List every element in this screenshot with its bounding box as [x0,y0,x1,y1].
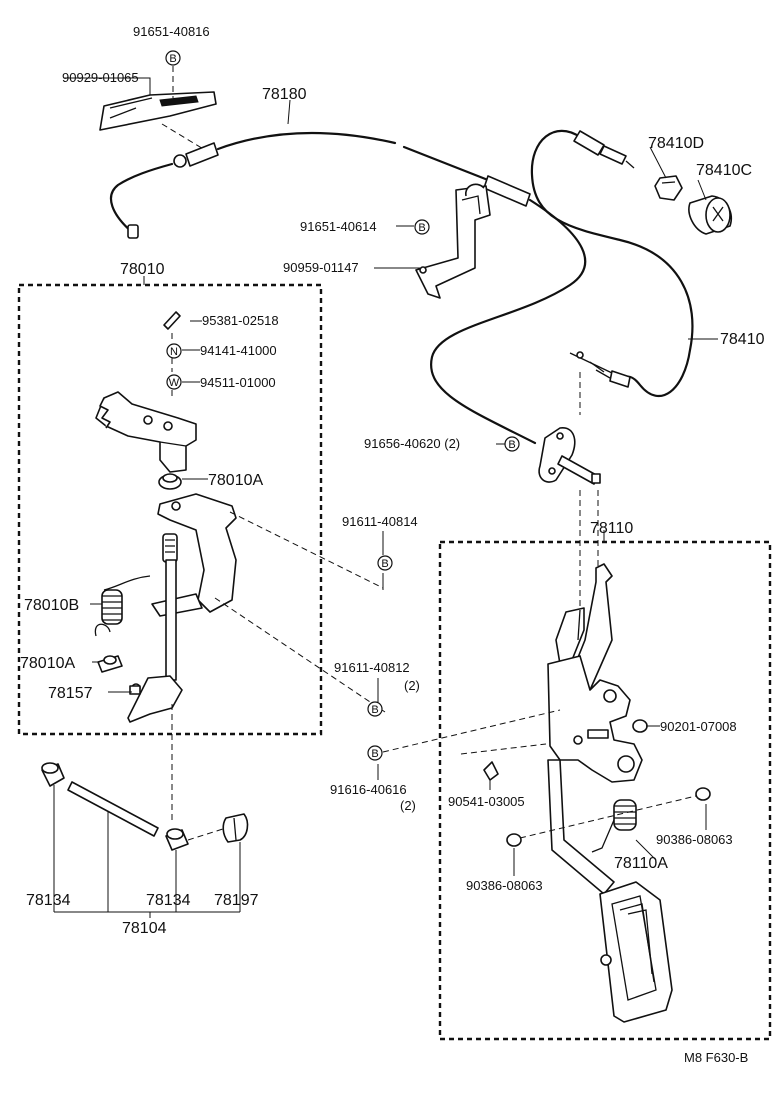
label-78010: 78010 [120,261,165,278]
label-91656-40620: 91656-40620 (2) [364,436,460,451]
label-90386-08063-right: 90386-08063 [656,832,733,847]
label-91651-40614: 91651-40614 [300,219,377,234]
shaft-part [165,559,177,681]
pin-95381 [163,311,181,330]
marker-n-94141-text: N [170,346,178,358]
label-94511-01000: 94511-01000 [200,375,276,390]
label-78134-left: 78134 [26,892,71,909]
spring-78010b [94,575,151,637]
label-78010a-bottom: 78010A [20,655,75,672]
label-91616-40616-qty: (2) [400,798,416,813]
label-91611-40812: 91611-40812 [334,660,410,675]
label-90541-03005: 90541-03005 [448,794,525,809]
label-91651-40816: 91651-40816 [133,24,210,39]
pedal-arm-bracket-part [151,493,237,617]
bushing-78134-left [41,762,65,787]
label-94141-41000: 94141-41000 [200,343,277,358]
knob-78410c [688,195,732,235]
marker-b-91656-40620-text: B [508,439,515,451]
label-78110a: 78110A [614,855,668,872]
cable-plate-part [538,427,601,485]
marker-b-91651-40614 [414,219,430,235]
upper-bracket-part [95,391,197,473]
clip-78197 [222,813,249,843]
marker-b-91651-40614-text: B [418,222,425,234]
marker-b-91651-40816-text: B [169,53,176,65]
marker-b-91611-40812-text: B [371,704,378,716]
pedal-lever-part [547,563,643,783]
label-90201-07008: 90201-07008 [660,719,737,734]
pedal-arm-part [547,759,615,895]
clip-90541 [483,761,499,781]
label-78410c: 78410C [696,162,752,179]
label-78010b: 78010B [24,597,79,614]
label-78104: 78104 [122,920,167,937]
label-78157: 78157 [48,685,93,702]
bushing-78010a-bottom [97,655,123,673]
marker-b-91611-40814 [377,555,393,571]
cable-78180 [109,131,587,445]
label-90386-08063-left: 90386-08063 [466,878,543,893]
assembly-box-78110 [438,540,772,1041]
label-78180: 78180 [262,86,307,103]
label-78410: 78410 [720,331,765,348]
label-91611-40814: 91611-40814 [342,514,418,529]
label-78134-right: 78134 [146,892,191,909]
nut-90201 [632,719,648,733]
label-90959-01147: 90959-01147 [283,260,359,275]
diagram-code: M8 F630-B [684,1050,748,1065]
marker-n-94141 [166,343,182,359]
bushing-78134-right [165,828,189,851]
bushing-78010a-top [158,473,182,490]
label-78197: 78197 [214,892,259,909]
label-95381-02518: 95381-02518 [202,313,279,328]
label-78410d: 78410D [648,135,704,152]
marker-b-91611-40814-text: B [381,558,388,570]
cable-bracket-part [415,183,491,299]
label-90929-01065: 90929-01065 [62,70,139,85]
cable-clamp-part [99,91,217,131]
rod-part [67,781,159,837]
pedal-pad-part [599,881,673,1023]
marker-b-91616-40616-text: B [371,748,378,760]
marker-b-91656-40620 [504,436,520,452]
marker-b-91616-40616 [367,745,383,761]
marker-w-94511 [166,374,182,390]
bushing-90386-left [506,833,522,847]
spring-78110a [591,799,637,853]
lower-bracket-78157 [127,675,183,723]
label-78110: 78110 [590,520,633,537]
marker-b-91611-40812 [367,701,383,717]
assembly-box-78010 [17,283,323,736]
bushing-90386-right [695,787,711,801]
nut-78410d [654,175,683,201]
marker-w-94511-text: W [169,377,180,389]
label-78010a-top: 78010A [208,472,263,489]
label-91616-40616: 91616-40616 [330,782,407,797]
cable-78410 [530,129,694,398]
marker-b-91651-40816 [165,50,181,66]
label-91611-40812-qty: (2) [404,678,420,693]
